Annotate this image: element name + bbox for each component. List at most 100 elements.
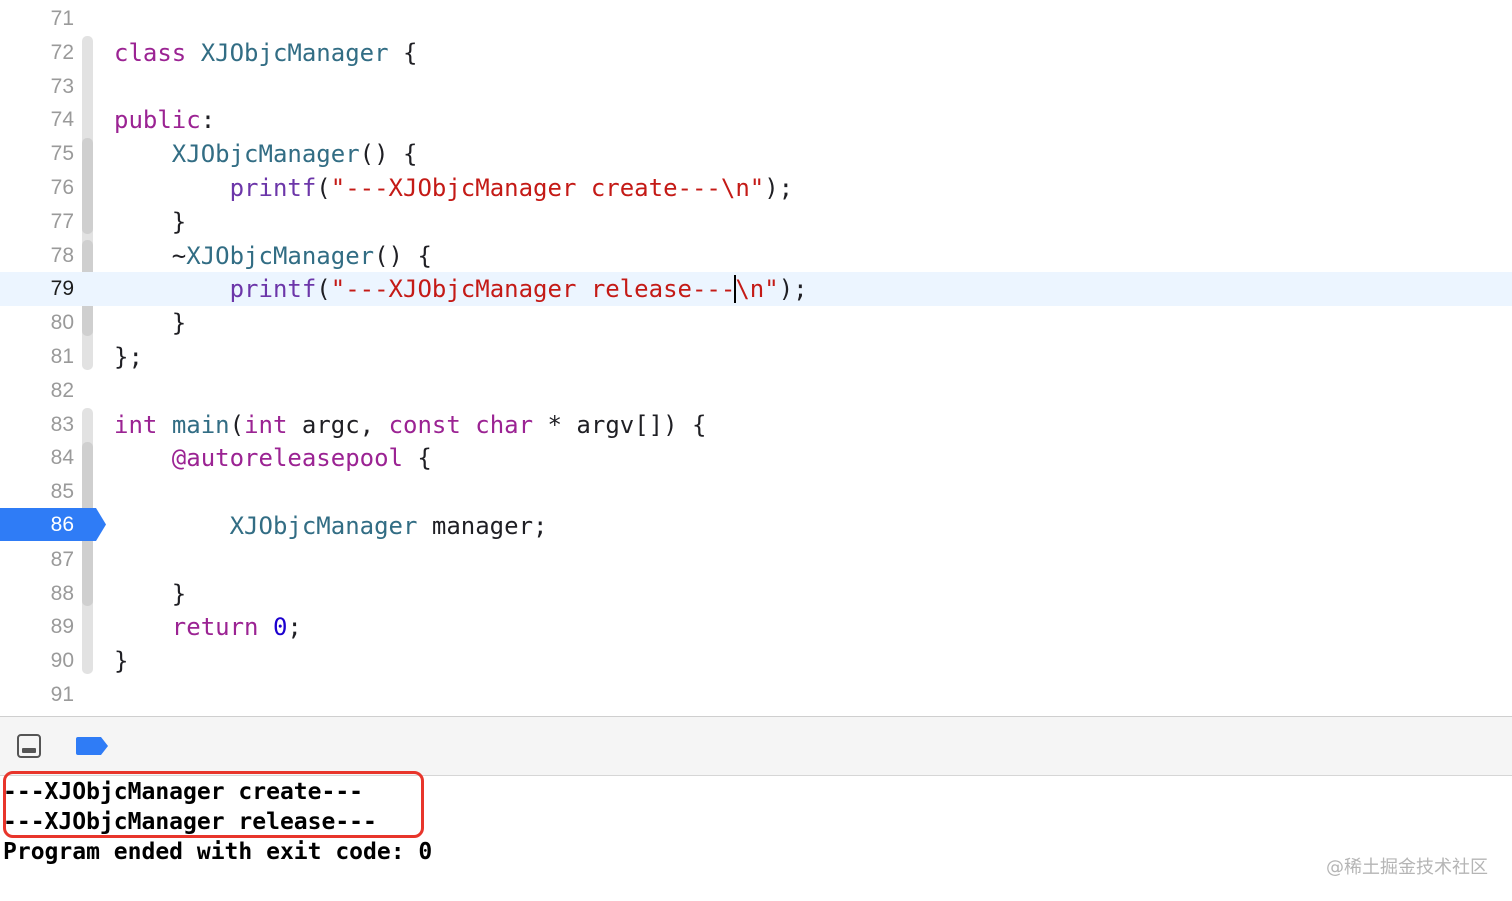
code-token: ( <box>316 174 331 202</box>
highlight-box <box>3 771 424 838</box>
code-token: class <box>114 38 187 67</box>
debug-bar <box>0 716 1512 776</box>
line-number: 73 <box>50 74 74 98</box>
console-line: ---XJObjcManager create--- <box>3 779 364 805</box>
line-number: 79 <box>50 277 74 301</box>
code-text[interactable]: }; <box>114 340 143 374</box>
line-number: 71 <box>50 7 74 30</box>
code-line[interactable]: 85 <box>0 475 1512 509</box>
line-number: 83 <box>50 412 74 436</box>
code-token: XJObjcManager <box>200 38 389 67</box>
code-line[interactable]: 89 return 0; <box>0 610 1512 644</box>
breakpoint-icon <box>0 508 106 541</box>
code-token: "---XJObjcManager release--- <box>330 275 736 304</box>
code-text[interactable]: public: <box>114 103 215 137</box>
code-token <box>461 411 475 439</box>
code-token: * argv[]) { <box>533 410 707 439</box>
code-text[interactable]: } <box>114 205 186 239</box>
code-fold-ribbon-constructor[interactable] <box>82 138 93 234</box>
code-text[interactable]: XJObjcManager manager; <box>114 509 548 543</box>
code-line[interactable]: 81}; <box>0 340 1512 374</box>
breakpoint-toggle-icon[interactable] <box>76 737 108 755</box>
code-token: @autoreleasepool <box>171 444 403 473</box>
line-number: 90 <box>50 649 74 673</box>
code-token: } <box>114 207 187 236</box>
line-number: 85 <box>50 480 74 504</box>
code-text[interactable]: int main(int argc, const char * argv[]) … <box>114 408 706 442</box>
code-line[interactable]: 75 XJObjcManager() { <box>0 137 1512 171</box>
code-token: ; <box>287 613 302 642</box>
console-area-icon[interactable] <box>17 734 41 758</box>
code-token: "---XJObjcManager create---\n" <box>330 174 765 202</box>
code-token: int <box>114 410 158 439</box>
watermark: @稀土掘金技术社区 <box>1326 857 1488 878</box>
console-output[interactable] <box>0 776 1512 901</box>
code-token: 0 <box>272 613 288 642</box>
breakpoint-marker[interactable]: 86 <box>0 508 106 541</box>
line-number: 91 <box>50 683 74 706</box>
code-token <box>259 613 273 641</box>
code-token <box>114 140 172 168</box>
code-token <box>114 512 230 540</box>
code-token: argc, <box>287 410 389 439</box>
code-token: XJObjcManager <box>186 241 375 270</box>
code-token <box>157 411 171 439</box>
code-text[interactable]: class XJObjcManager { <box>114 36 417 70</box>
code-line[interactable]: 84 @autoreleasepool { <box>0 441 1512 475</box>
code-token: int <box>244 410 288 439</box>
code-line[interactable]: 80 } <box>0 306 1512 340</box>
code-token: \n" <box>735 275 779 304</box>
code-token: char <box>475 410 534 439</box>
code-line[interactable]: 72 class XJObjcManager { <box>0 36 1512 70</box>
code-text[interactable]: return 0; <box>114 610 302 644</box>
code-text[interactable]: printf("---XJObjcManager create---\n"); <box>114 171 794 205</box>
code-token: ); <box>764 174 794 202</box>
code-text[interactable]: @autoreleasepool { <box>114 441 432 475</box>
code-line[interactable]: 88 } <box>0 577 1512 611</box>
code-line[interactable]: 90} <box>0 644 1512 678</box>
line-number: 76 <box>50 176 74 199</box>
code-token: : <box>200 106 216 135</box>
code-line[interactable]: 73 <box>0 70 1512 104</box>
line-number: 84 <box>50 446 74 470</box>
code-token: { <box>388 38 418 67</box>
code-token: ( <box>316 275 331 304</box>
code-token: ~ <box>114 241 187 270</box>
code-text[interactable]: } <box>114 644 128 678</box>
code-line[interactable]: 83 int main(int argc, const char * argv[]… <box>0 408 1512 442</box>
code-token: printf <box>229 174 317 202</box>
code-text[interactable]: } <box>114 306 186 340</box>
code-line[interactable]: 87 <box>0 543 1512 577</box>
code-token <box>186 39 200 67</box>
code-token: XJObjcManager <box>171 140 360 169</box>
line-number: 80 <box>50 311 74 335</box>
code-token: XJObjcManager <box>229 512 418 540</box>
code-line[interactable]: 91 <box>0 678 1512 712</box>
code-token: manager; <box>417 512 548 540</box>
code-token <box>114 613 172 641</box>
code-token <box>114 174 230 202</box>
code-text[interactable]: } <box>114 577 186 611</box>
code-token: public <box>114 106 201 135</box>
code-line[interactable]: 86 XJObjcManager manager; <box>0 509 1512 543</box>
code-line[interactable]: 76 printf("---XJObjcManager create---\n"… <box>0 171 1512 205</box>
line-number: 89 <box>50 615 74 639</box>
line-number: 87 <box>50 547 74 571</box>
code-text[interactable]: printf("---XJObjcManager release---\n"); <box>114 272 808 306</box>
code-line[interactable]: 79 printf("---XJObjcManager release---\n… <box>0 272 1512 307</box>
code-line[interactable]: 82 <box>0 374 1512 408</box>
code-token: printf <box>229 275 317 304</box>
code-text[interactable]: XJObjcManager() { <box>114 137 418 171</box>
code-token: ); <box>778 275 808 304</box>
code-token: ( <box>229 410 245 439</box>
code-token: () { <box>359 140 418 169</box>
code-line[interactable]: 78 ~XJObjcManager() { <box>0 239 1512 273</box>
code-line[interactable]: 71 <box>0 2 1512 36</box>
breakpoint-line-number: 86 <box>50 513 74 536</box>
line-number: 72 <box>50 40 74 64</box>
code-text[interactable]: ~XJObjcManager() { <box>114 239 432 273</box>
code-token: } <box>114 647 129 676</box>
code-line[interactable]: 77 } <box>0 205 1512 239</box>
